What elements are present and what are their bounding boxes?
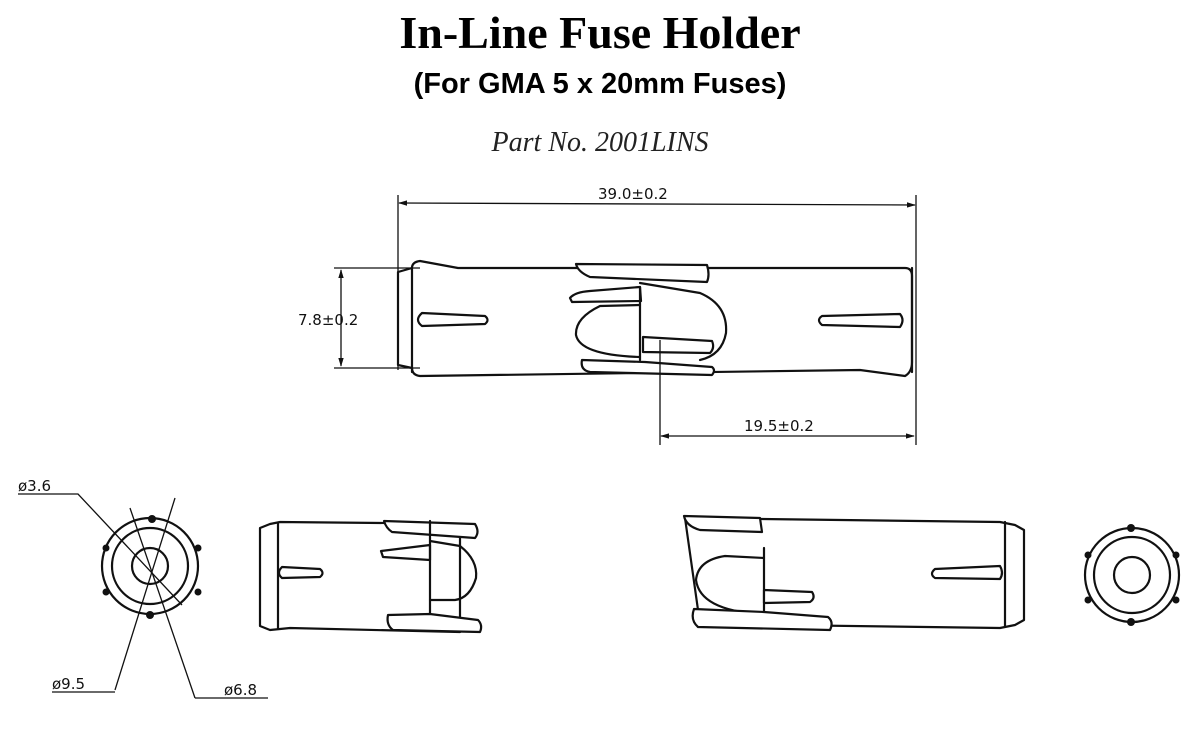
half-length-label: 19.5±0.2 bbox=[744, 417, 814, 435]
end-view-left: ø3.6 ø9.5 ø6.8 bbox=[18, 477, 268, 699]
page-title: In-Line Fuse Holder bbox=[399, 7, 801, 58]
middle-diameter-label: ø6.8 bbox=[224, 681, 257, 699]
end-view-right bbox=[1083, 524, 1181, 626]
half-left-view bbox=[258, 519, 483, 634]
outer-diameter-label: ø9.5 bbox=[52, 675, 85, 693]
diameter-label: 7.8±0.2 bbox=[298, 311, 358, 329]
half-right-view bbox=[682, 514, 1026, 632]
page-subtitle: (For GMA 5 x 20mm Fuses) bbox=[413, 68, 787, 100]
inner-diameter-label: ø3.6 bbox=[18, 477, 51, 495]
overall-length-label: 39.0±0.2 bbox=[598, 185, 668, 203]
assembled-view: 39.0±0.2 7.8±0.2 19.5±0.2 bbox=[298, 185, 917, 445]
part-number: Part No. 2001LINS bbox=[491, 127, 709, 158]
